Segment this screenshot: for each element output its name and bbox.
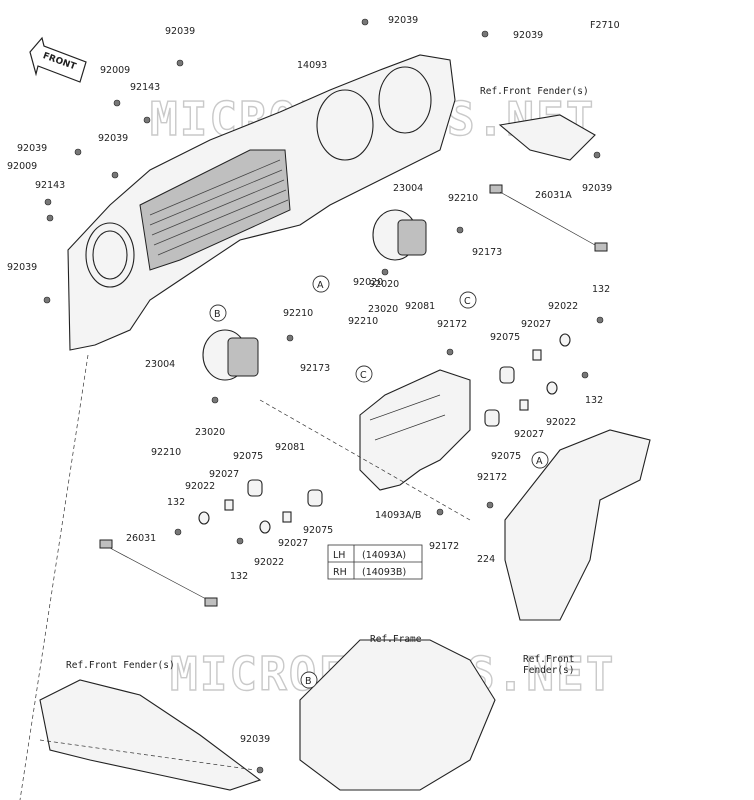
svg-text:C: C	[464, 296, 471, 307]
callout-a-1: A	[312, 275, 330, 293]
part-label: 92039	[17, 143, 47, 154]
svg-text:C: C	[360, 370, 367, 381]
svg-text:B: B	[305, 676, 312, 687]
part-label: 92020	[353, 277, 383, 288]
part-label: 92075	[490, 332, 520, 343]
front-arrow-icon: FRONT	[29, 36, 87, 83]
table-code-rh: (14093B)	[362, 567, 406, 578]
part-label: 92081	[405, 301, 435, 312]
frame-ref	[299, 639, 496, 791]
part-label: 23020	[195, 427, 225, 438]
ref-front-fender-top: Ref.Front Fender(s)	[480, 86, 589, 97]
part-label: 92172	[477, 472, 507, 483]
harness-26031	[99, 539, 218, 607]
lh-rh-table: LH (14093A) RH (14093B)	[327, 544, 423, 580]
front-fender-bottom-left	[39, 679, 262, 791]
part-label: 132	[585, 395, 603, 406]
part-label: 92143	[130, 82, 160, 93]
part-label: 14093	[297, 60, 327, 71]
part-label: 92143	[35, 180, 65, 191]
dash-leader-3	[39, 739, 256, 771]
part-label: 23004	[145, 359, 175, 370]
part-label: 92173	[300, 363, 330, 374]
part-label: 92039	[7, 262, 37, 273]
front-fender-upper-right	[498, 114, 596, 161]
part-label: 92020	[369, 279, 399, 290]
table-code-lh: (14093A)	[362, 550, 406, 561]
fastener-icons	[43, 18, 604, 774]
part-label: 92027	[278, 538, 308, 549]
part-label: 26031A	[535, 190, 572, 201]
headlight-right-23004	[372, 209, 427, 261]
dash-leader-2	[259, 399, 471, 521]
part-label: 92039	[388, 15, 418, 26]
bracket-14093ab	[359, 369, 471, 491]
bushing-icons	[198, 333, 571, 534]
headlight-left-23004	[202, 329, 259, 381]
table-side-rh: RH	[333, 567, 347, 578]
callout-c-1: C	[459, 291, 477, 309]
part-label: 92009	[7, 161, 37, 172]
part-label: 92022	[546, 417, 576, 428]
svg-text:B: B	[214, 309, 221, 320]
part-label: 92210	[348, 316, 378, 327]
figure-code: F2710	[590, 20, 620, 31]
callout-b-1: B	[209, 304, 227, 322]
part-label: 132	[167, 497, 185, 508]
part-label: 92210	[151, 447, 181, 458]
part-label: 92075	[491, 451, 521, 462]
part-labels: 92039 92039 92039 92009 92143 14093 9203…	[7, 15, 612, 745]
part-label: 92027	[514, 429, 544, 440]
ref-front-fender-bottom: Ref.Front Fender(s)	[66, 660, 175, 671]
part-label: 92039	[513, 30, 543, 41]
part-label: 92172	[437, 319, 467, 330]
part-label: 26031	[126, 533, 156, 544]
part-label: 92173	[472, 247, 502, 258]
front-cover-14093	[67, 54, 456, 351]
svg-text:A: A	[317, 280, 324, 291]
part-label: 92022	[185, 481, 215, 492]
part-label: 92022	[548, 301, 578, 312]
part-label: 132	[230, 571, 248, 582]
part-label: 92027	[521, 319, 551, 330]
callout-c-2: C	[355, 365, 373, 383]
part-label: 92009	[100, 65, 130, 76]
part-label: 92172	[429, 541, 459, 552]
table-side-lh: LH	[333, 550, 345, 561]
part-label: 14093A/B	[375, 510, 421, 521]
ref-frame: Ref.Frame	[370, 634, 422, 645]
part-label: 92039	[165, 26, 195, 37]
part-label: 92210	[283, 308, 313, 319]
part-label: 92075	[233, 451, 263, 462]
callout-b-2: B	[300, 671, 318, 689]
part-label: 92075	[303, 525, 333, 536]
part-label: 132	[592, 284, 610, 295]
svg-text:A: A	[536, 456, 543, 467]
part-label: 23004	[393, 183, 423, 194]
part-label: 224	[477, 554, 495, 565]
callout-a-2: A	[531, 451, 549, 469]
part-label: 92081	[275, 442, 305, 453]
front-fender-right	[504, 429, 651, 621]
part-label: 92039	[98, 133, 128, 144]
dash-leader-1	[19, 354, 89, 800]
part-label: 92022	[254, 557, 284, 568]
harness-26031a	[489, 184, 608, 252]
part-label: 92210	[448, 193, 478, 204]
part-label: 23020	[368, 304, 398, 315]
part-label: 92039	[240, 734, 270, 745]
part-label: 92027	[209, 469, 239, 480]
part-label: 92039	[582, 183, 612, 194]
